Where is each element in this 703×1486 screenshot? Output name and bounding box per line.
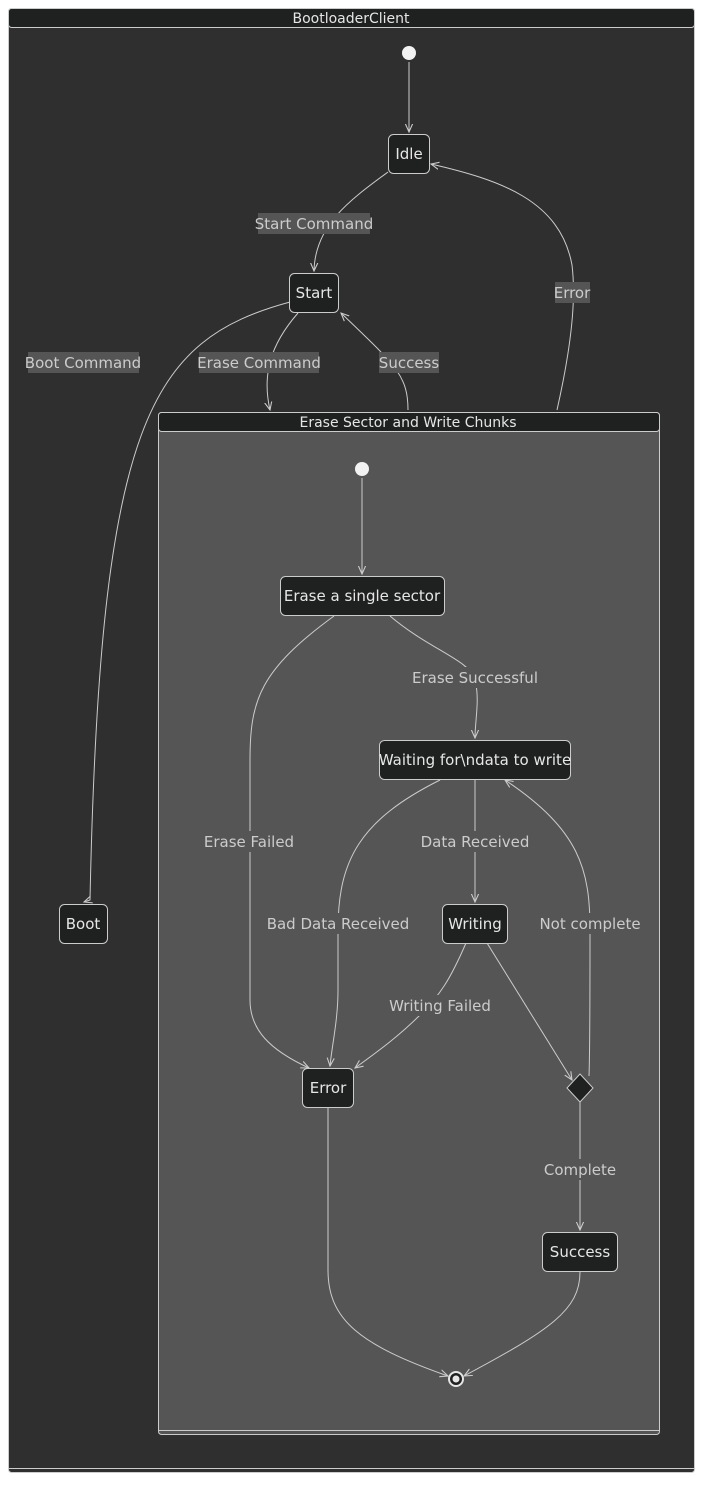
state-idle: Idle <box>388 134 430 174</box>
state-waiting-label: Waiting for\ndata to write <box>379 751 571 769</box>
label-erase-failed: Erase Failed <box>204 833 294 851</box>
state-idle-label: Idle <box>395 145 422 163</box>
label-writing-failed: Writing Failed <box>389 997 491 1015</box>
edge-success-to-final <box>464 1271 581 1376</box>
label-success-back: Success <box>379 354 440 372</box>
state-success: Success <box>542 1232 618 1272</box>
state-error: Error <box>302 1068 354 1108</box>
label-erase-command: Erase Command <box>197 354 321 372</box>
label-error-back: Error <box>554 284 591 302</box>
edge-start-to-boot <box>84 301 291 902</box>
edge-erase-to-error <box>249 615 335 1068</box>
label-not-complete: Not complete <box>539 915 640 933</box>
outer-state-title: BootloaderClient <box>292 11 410 27</box>
label-bad-data-received: Bad Data Received <box>267 915 410 933</box>
state-boot: Boot <box>59 904 108 944</box>
state-erase-sector-label: Erase a single sector <box>284 587 441 605</box>
edge-waiting-to-error <box>330 779 441 1066</box>
final-state <box>448 1371 464 1387</box>
state-erase-sector: Erase a single sector <box>280 576 445 616</box>
edge-error-to-final <box>327 1108 448 1376</box>
edge-inner-to-idle <box>431 164 574 411</box>
state-success-label: Success <box>550 1243 611 1261</box>
state-waiting: Waiting for\ndata to write <box>379 740 571 780</box>
state-start-label: Start <box>296 284 333 302</box>
label-erase-successful: Erase Successful <box>412 669 538 687</box>
state-boot-label: Boot <box>66 915 101 933</box>
state-writing: Writing <box>442 904 508 944</box>
state-start: Start <box>289 273 339 313</box>
inner-state-title: Erase Sector and Write Chunks <box>300 415 517 431</box>
inner-initial-state <box>355 462 369 476</box>
state-error-label: Error <box>310 1079 347 1097</box>
label-boot-command: Boot Command <box>25 354 141 372</box>
label-complete: Complete <box>544 1161 616 1179</box>
state-writing-label: Writing <box>448 915 502 933</box>
edge-labels: Start Command Boot Command Erase Command… <box>25 213 641 1180</box>
label-start-command: Start Command <box>255 215 374 233</box>
outer-initial-state <box>402 46 416 60</box>
edge-writing-to-choice <box>486 942 572 1080</box>
label-data-received: Data Received <box>421 833 530 851</box>
choice-node <box>566 1073 594 1103</box>
